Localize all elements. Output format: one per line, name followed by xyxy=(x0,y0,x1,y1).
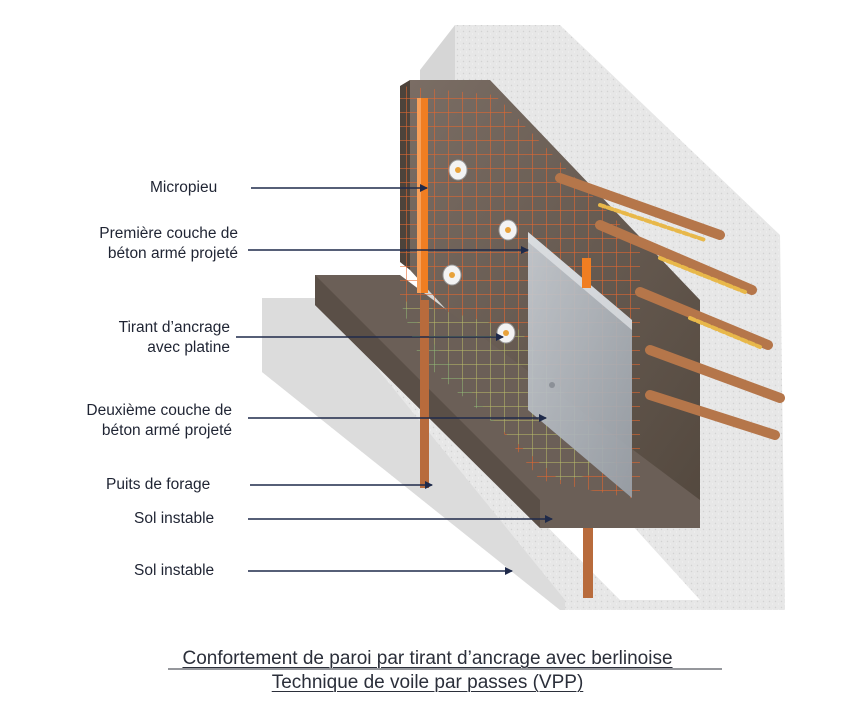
caption-line2: Technique de voile par passes (VPP) xyxy=(0,672,855,694)
micropiles xyxy=(417,98,593,598)
anchor-tendons xyxy=(555,173,785,440)
label-deuxieme-couche-line2: béton armé projeté xyxy=(101,422,232,439)
label-premiere-couche-line2: béton armé projeté xyxy=(107,245,238,262)
second-layer-panel xyxy=(528,232,632,498)
label-puits-de-forage: Puits de forage xyxy=(106,476,211,493)
anchor-plates xyxy=(442,159,518,344)
caption-line1: Confortement de paroi par tirant d’ancra… xyxy=(0,648,855,670)
label-sol-instable-1: Sol instable xyxy=(134,510,215,527)
label-tirant-line1: Tirant d’ancrage xyxy=(118,319,230,336)
caption-title: Confortement de paroi par tirant d’ancra… xyxy=(182,648,673,669)
caption-subtitle: Technique de voile par passes (VPP) xyxy=(271,672,584,693)
label-micropieu: Micropieu xyxy=(150,179,218,196)
leader-arrows xyxy=(236,184,553,575)
label-sol-instable-2: Sol instable xyxy=(134,562,215,579)
label-deuxieme-couche-line1: Deuxième couche de xyxy=(86,402,232,419)
label-premiere-couche-line1: Première couche de xyxy=(99,225,238,242)
label-tirant-line2: avec platine xyxy=(147,339,230,356)
